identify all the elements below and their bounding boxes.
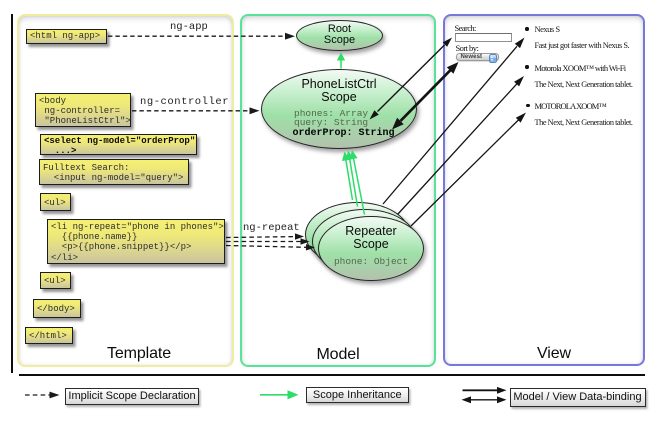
code-box-ul-open: <ul>: [40, 193, 71, 211]
code-box-select: <select ng-model="orderProp" ...>: [40, 133, 197, 156]
ctrl-scope-orderprop: orderProp: String: [292, 127, 395, 139]
ctrl-scope-title-line2: Scope: [321, 89, 357, 104]
item-2-name: Motorola XOOM™ with Wi-Fi: [534, 62, 627, 73]
model-panel-label: Model: [316, 346, 360, 363]
code-box-body-open: <body ng-controller= "PhoneListCtrl">: [35, 93, 131, 127]
list-bullet-2: [525, 65, 529, 69]
select-stepper-icon: [488, 54, 498, 63]
legend-inheritance-box: Scope Inheritance: [306, 386, 409, 403]
list-bullet-1: [525, 27, 529, 31]
legend-binding-arrows: [461, 386, 507, 404]
code-box-ul-close: <ul>: [40, 271, 71, 289]
code-box-html-open: <html ng-app>: [26, 28, 107, 44]
search-label: Search:: [454, 22, 477, 33]
repeater-scope-ellipse-front: Repeater Scope phone: Object: [318, 215, 424, 281]
sort-label: Sort by:: [455, 43, 479, 53]
item-1-snippet: Fast just got faster with Nexus S.: [534, 41, 630, 50]
ng-app-label: ng-app: [170, 21, 208, 33]
root-scope-ellipse: Root Scope: [296, 20, 383, 51]
legend-separator-line: [18, 374, 645, 377]
legend-green-arrow: [260, 390, 299, 400]
root-scope-title-line2: Scope: [323, 34, 356, 47]
item-3-name: MOTOROLA XOOM™: [534, 100, 607, 111]
repeater-scope-title-line2: Scope: [353, 236, 389, 251]
sort-select[interactable]: Newest: [455, 52, 499, 63]
code-box-fulltext: Fulltext Search: <input ng-model="query"…: [39, 159, 189, 185]
code-box-html-close: </html>: [25, 326, 73, 344]
search-input[interactable]: [454, 33, 512, 42]
item-1-name: Nexus S: [534, 24, 561, 34]
left-border-line: [11, 14, 14, 373]
code-box-li-repeat: <li ng-repeat="phone in phones"> {{phone…: [47, 219, 225, 264]
view-panel-label: View: [537, 345, 571, 362]
ng-controller-label: ng-controller: [140, 95, 230, 108]
code-box-body-close: </body>: [33, 299, 81, 318]
legend-implicit-box: Implicit Scope Declaration: [65, 387, 199, 405]
repeater-scope-title-line1: Repeater: [345, 224, 397, 238]
ng-repeat-label: ng-repeat: [243, 221, 300, 234]
legend-binding-box: Model / View Data-binding: [509, 387, 646, 407]
root-scope-title-line1: Root: [327, 22, 352, 35]
sort-select-value: Newest: [460, 54, 483, 61]
template-panel-label: Template: [106, 345, 172, 362]
legend-dashed-arrow: [25, 391, 60, 399]
list-bullet-3: [526, 103, 530, 107]
repeater-scope-prop: phone: Object: [333, 255, 409, 267]
item-2-snippet: The Next, Next Generation tablet.: [534, 79, 633, 89]
item-3-snippet: The Next, Next Generation tablet.: [534, 118, 633, 128]
ctrl-scope-title-line1: PhoneListCtrl: [301, 77, 377, 91]
model-panel: [240, 13, 436, 367]
